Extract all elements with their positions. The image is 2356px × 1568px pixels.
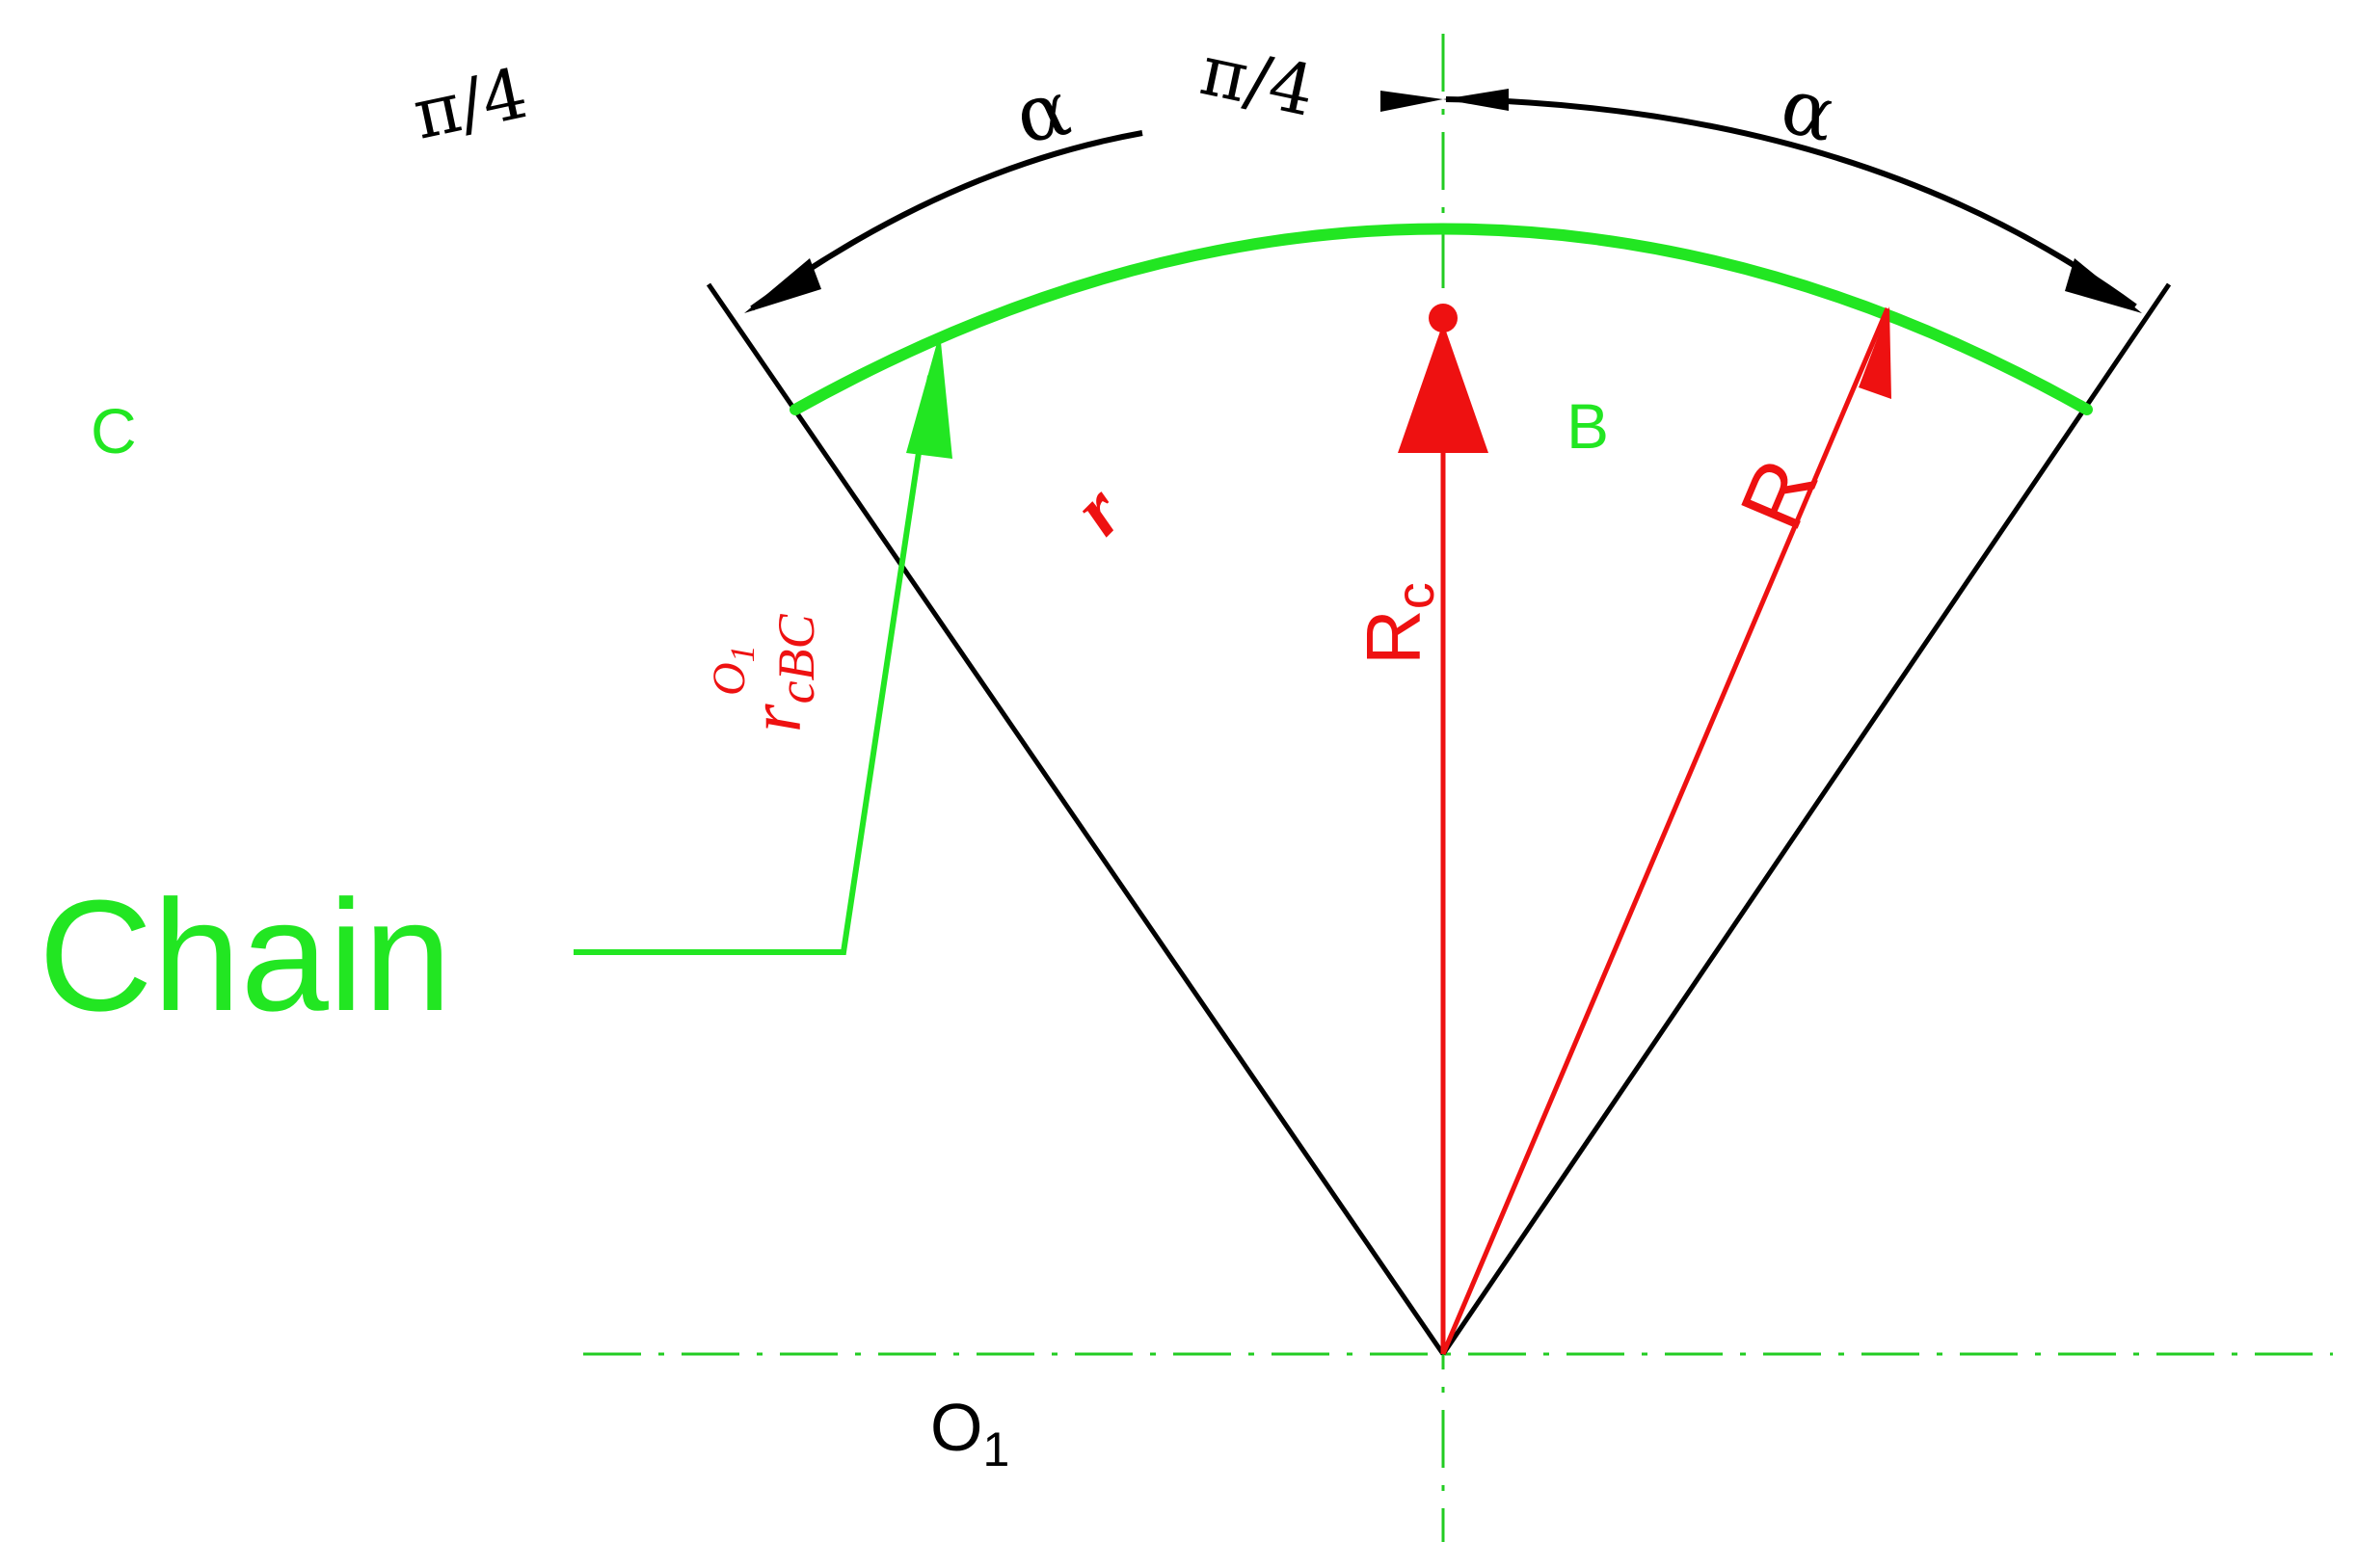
pi-quarter-top-left-label: π/4 — [407, 52, 534, 155]
alpha-right-arrowhead — [2065, 258, 2142, 313]
pi-quarter-arrowhead-right — [1443, 89, 1509, 111]
pi-quarter-arrowhead-left — [1380, 91, 1443, 112]
sector-left-edge — [706, 282, 1446, 1356]
alpha-left-label: α — [1008, 63, 1078, 161]
radius-r-line — [1440, 307, 1890, 1355]
svg-text:rcBC: rcBC — [736, 613, 825, 732]
chain-leader-arrowhead — [906, 332, 952, 459]
radius-rc-label: Rc — [1351, 582, 1445, 665]
point-b-label: B — [1566, 390, 1609, 462]
sector-right-edge — [1440, 282, 2172, 1356]
radius-big-r-label: R — [1722, 445, 1837, 543]
radius-r-arrowhead — [1859, 306, 1891, 399]
radius-rc-tip-dot — [1429, 304, 1458, 332]
chain-leader-line — [574, 375, 933, 955]
radius-rc-arrowhead — [1398, 323, 1488, 453]
alpha-dimension-arc-right — [1445, 96, 2137, 309]
alpha-left-arrowhead — [744, 258, 821, 313]
radius-r-small-label: r — [1058, 469, 1139, 551]
chain-arc — [790, 223, 2093, 415]
svg-text:O1: O1 — [704, 645, 762, 696]
origin-o1-label: O1 — [930, 1390, 1009, 1476]
point-c-label: C — [91, 395, 137, 466]
svg-text:Rc: Rc — [1351, 582, 1445, 665]
alpha-right-label: α — [1773, 60, 1845, 159]
pi-quarter-center-label: π/4 — [1194, 29, 1322, 132]
chain-vector-label: rcBC O1 — [704, 613, 825, 732]
chain-label: Chain — [39, 867, 452, 1044]
